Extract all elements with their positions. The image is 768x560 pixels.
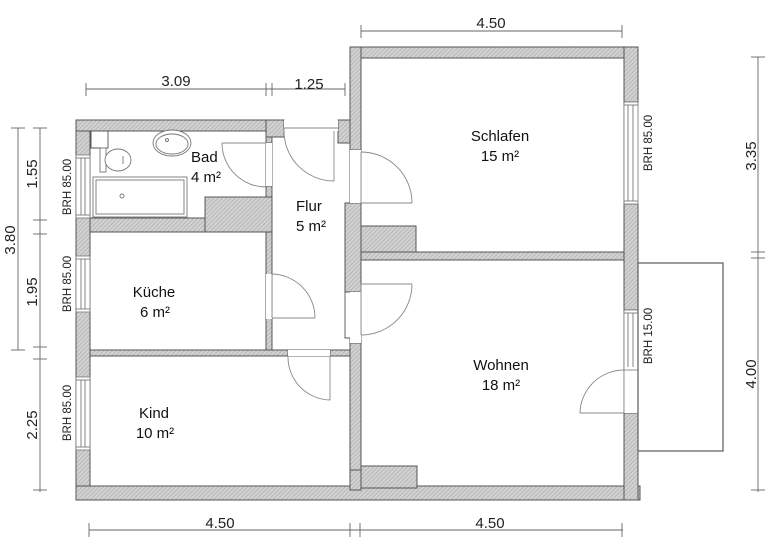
- entry-door[interactable]: [283, 127, 338, 182]
- kind-name: Kind: [139, 405, 169, 422]
- wohnen-door[interactable]: [360, 283, 413, 336]
- balcony: [637, 262, 724, 452]
- kind-window-label: BRH 85.00: [62, 385, 74, 441]
- dim-right-schlafen: 3.35: [743, 141, 760, 170]
- kind-door-opening: [288, 350, 330, 356]
- kind-floor: [89, 355, 351, 487]
- middle-upper-overlay: [349, 46, 362, 151]
- kueche-door-opening: [266, 274, 272, 319]
- wohnen-area: 18 m²: [482, 377, 520, 394]
- wohnen-corner-overlay: [360, 465, 418, 489]
- room-labels: Bad 4 m² Flur 5 m² Schlafen 15 m² Küche …: [133, 128, 529, 442]
- wohnen-door-opening: [350, 292, 361, 343]
- middle-pilaster-overlay: [344, 202, 362, 293]
- kueche-window-label: BRH 85.00: [62, 256, 74, 312]
- toilet-icon: [99, 147, 132, 173]
- kueche-door[interactable]: [271, 273, 316, 319]
- dim-left-total: 3.80: [2, 225, 19, 254]
- right-wall-a: [623, 46, 639, 103]
- bathtub-icon: [92, 176, 188, 218]
- bad-name: Bad: [191, 149, 218, 166]
- room-floors: [89, 57, 625, 487]
- kind-door[interactable]: [287, 355, 331, 401]
- bad-corner-overlay: [265, 119, 285, 138]
- schlafen-door-opening: [350, 150, 361, 203]
- flur-floor: [271, 127, 351, 351]
- schlafen-window-label: BRH 85.00: [643, 115, 655, 171]
- bad-kueche-wall-overlay: [89, 217, 206, 233]
- dim-right-wohnen: 4.00: [743, 359, 760, 388]
- window-bad: [75, 154, 91, 219]
- bathroom-fixtures: [92, 129, 192, 218]
- sink-icon: [152, 129, 192, 157]
- dim-bad-width: 3.09: [161, 73, 190, 90]
- top-right-wall-overlay: [349, 46, 639, 59]
- window-wohnen: [623, 309, 639, 413]
- bad-window-label: BRH 85.00: [62, 159, 74, 215]
- top-left-wall-overlay: [75, 119, 285, 132]
- dim-bottom-right: 4.50: [475, 515, 504, 532]
- dim-left-kueche: 1.95: [24, 277, 41, 306]
- window-kueche: [75, 255, 91, 313]
- window-schlafen: [623, 101, 639, 205]
- schlafen-name: Schlafen: [471, 128, 529, 145]
- dim-flur-width: 1.25: [294, 76, 323, 93]
- kueche-floor: [89, 231, 267, 351]
- dimension-lines: 3.09 1.25 4.50 4.50 4.50 3.80 1.55 1.95 …: [2, 15, 765, 537]
- right-wall-c: [623, 412, 639, 501]
- dim-schlafen-width: 4.50: [476, 15, 505, 32]
- schlafen-area: 15 m²: [481, 148, 519, 165]
- kueche-kind-wall-overlay: [89, 349, 289, 357]
- bad-door-opening: [266, 143, 272, 186]
- dim-left-bad: 1.55: [24, 159, 41, 188]
- schlafen-door[interactable]: [360, 151, 413, 204]
- kueche-name: Küche: [133, 284, 176, 301]
- window-kind: [75, 376, 91, 451]
- flur-area: 5 m²: [296, 218, 326, 235]
- windows: [75, 101, 639, 451]
- flur-entry-opening: [284, 120, 338, 131]
- kueche-area: 6 m²: [140, 304, 170, 321]
- wohnen-name: Wohnen: [473, 357, 529, 374]
- doors: [221, 127, 625, 414]
- right-wall-b: [623, 203, 639, 311]
- balcony-door[interactable]: [579, 369, 625, 414]
- window-labels: BRH 85.00 BRH 85.00 BRH 85.00 BRH 85.00 …: [62, 115, 655, 441]
- dim-left-kind: 2.25: [24, 410, 41, 439]
- flur-name: Flur: [296, 198, 322, 215]
- wohnen-window-label: BRH 15.00: [643, 308, 655, 364]
- schlafen-wohnen-wall-overlay: [360, 251, 625, 261]
- kind-area: 10 m²: [136, 425, 174, 442]
- dim-bottom-left: 4.50: [205, 515, 234, 532]
- schlafen-step-overlay: [360, 225, 417, 253]
- flur-top-right-overlay: [337, 119, 351, 144]
- bad-door[interactable]: [221, 142, 267, 188]
- bad-step-overlay: [204, 196, 273, 233]
- bad-area: 4 m²: [191, 169, 221, 186]
- middle-lower-overlay: [349, 342, 362, 471]
